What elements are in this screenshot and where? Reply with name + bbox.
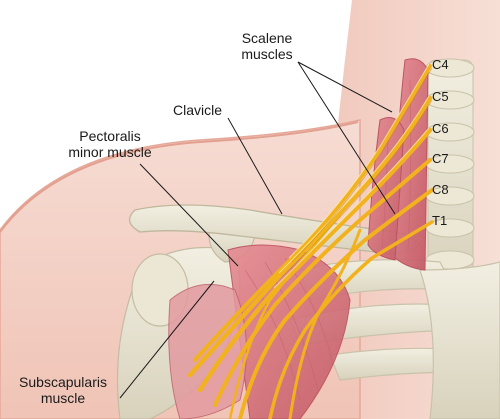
vertebral-column <box>425 58 475 276</box>
scalene-muscles-label: Scalene muscles <box>222 30 312 62</box>
leader-scalene-1 <box>297 61 393 113</box>
nerve-highlights <box>273 63 430 289</box>
level-label-c6: C6 <box>432 121 449 136</box>
level-label-c5: C5 <box>432 89 449 104</box>
leader-clavicle <box>227 117 283 215</box>
leader-pectoralis <box>139 163 239 267</box>
subscapularis-shape <box>168 283 247 419</box>
level-label-c7: C7 <box>432 151 449 166</box>
subscapularis-label-line-1: Subscapularis <box>19 374 107 390</box>
pectoralis-minor-label: Pectoralis minor muscle <box>56 128 164 160</box>
shoulder-outline <box>0 121 359 233</box>
scalene-label-line-2: muscles <box>241 46 293 62</box>
scalene-label-line-1: Scalene <box>241 30 293 46</box>
level-label-c4: C4 <box>432 57 449 72</box>
level-label-t1: T1 <box>432 213 448 228</box>
subscapularis-label: Subscapularis muscle <box>8 374 118 406</box>
nerve-shadows <box>281 67 433 278</box>
pectoralis-label-line-2: minor muscle <box>68 144 152 160</box>
level-label-c8: C8 <box>432 182 449 197</box>
subscapularis-label-line-2: muscle <box>40 390 86 406</box>
brachial-plexus-nerves <box>187 64 434 419</box>
clavicle-label: Clavicle <box>173 102 223 118</box>
leader-subscapularis <box>119 280 215 399</box>
pectoralis-label-line-1: Pectoralis <box>79 128 141 144</box>
leader-lines <box>119 61 396 399</box>
leader-scalene-2 <box>297 61 396 215</box>
